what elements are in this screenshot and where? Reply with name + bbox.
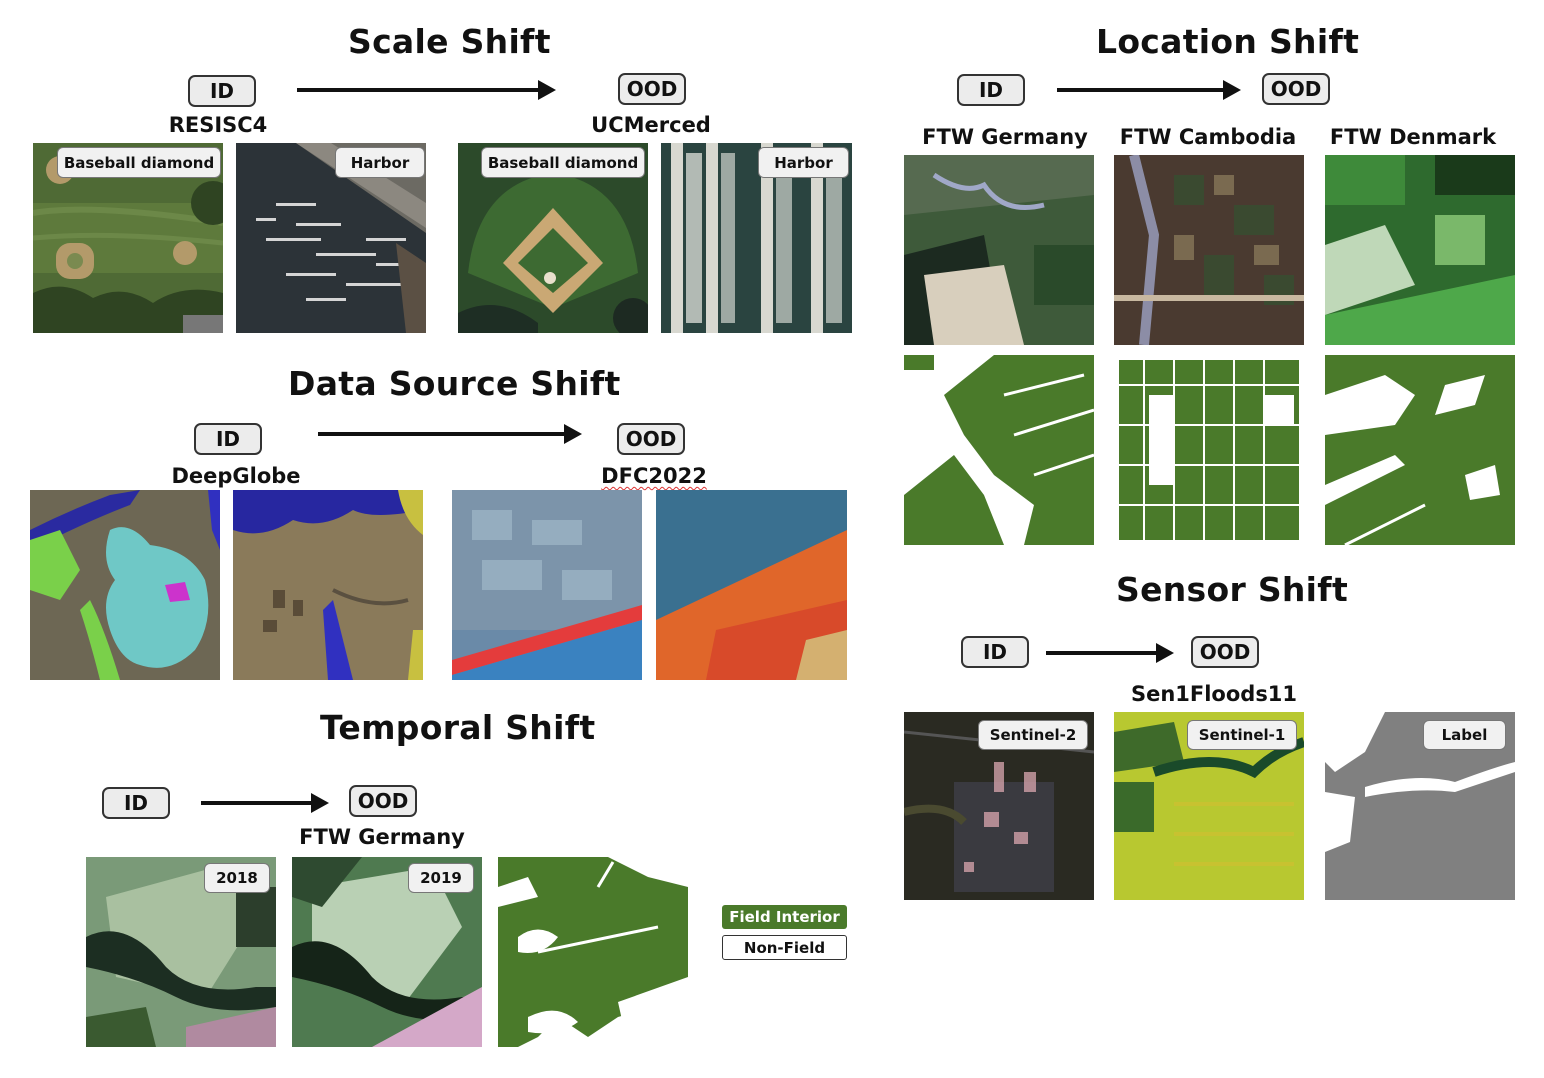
location-shift-title: Location Shift [1096,22,1360,61]
location-arrow [1057,80,1241,100]
scale-id-dataset: RESISC4 [168,113,268,137]
location-cambodia-mask [1114,355,1304,545]
scale-tag-3: Baseball diamond [481,147,645,178]
temporal-id-badge: ID [102,787,170,819]
scale-id-badge: ID [188,75,256,107]
scale-shift-title: Scale Shift [348,22,551,61]
data-source-ood-dataset: DFC2022 [601,464,707,488]
legend-non-field: Non-Field [722,935,847,960]
location-denmark-image [1325,155,1515,345]
temporal-tag-2018: 2018 [204,863,270,893]
temporal-arrow [201,793,329,813]
location-denmark-mask [1325,355,1515,545]
dfc2022-image-1 [452,490,642,680]
data-source-id-badge: ID [194,423,262,455]
scale-tag-1: Baseball diamond [57,147,221,178]
location-dataset-germany: FTW Germany [922,125,1088,149]
sensor-arrow [1046,643,1174,663]
scale-tag-2: Harbor [335,147,425,178]
sensor-id-badge: ID [961,636,1029,668]
scale-tag-4: Harbor [758,147,849,178]
temporal-ood-badge: OOD [349,785,417,817]
temporal-shift-title: Temporal Shift [320,708,596,747]
deepglobe-image-2 [233,490,423,680]
location-cambodia-image [1114,155,1304,345]
sensor-shift-title: Sensor Shift [1116,570,1349,609]
temporal-image-2018 [86,857,276,1047]
data-source-id-dataset: DeepGlobe [171,464,301,488]
scale-ood-badge: OOD [618,73,686,105]
sensor-tag-sentinel-1: Sentinel-1 [1187,720,1297,750]
data-source-ood-badge: OOD [617,423,685,455]
temporal-image-2019 [292,857,482,1047]
location-id-badge: ID [957,74,1025,106]
location-germany-image [904,155,1094,345]
location-germany-mask [904,355,1094,545]
location-dataset-denmark: FTW Denmark [1329,125,1497,149]
scale-arrow [297,80,556,100]
scale-ood-dataset: UCMerced [591,113,711,137]
legend-field-interior: Field Interior [722,905,847,929]
temporal-tag-2019: 2019 [408,863,474,893]
sensor-tag-sentinel-2: Sentinel-2 [978,720,1088,750]
deepglobe-image-1 [30,490,220,680]
sensor-dataset: Sen1Floods11 [1130,682,1298,706]
data-source-arrow [318,424,582,444]
temporal-dataset: FTW Germany [299,825,465,849]
dfc2022-image-2 [656,490,847,680]
data-source-shift-title: Data Source Shift [288,364,621,403]
temporal-label-mask [498,857,688,1047]
location-ood-badge: OOD [1262,73,1330,105]
sensor-tag-label: Label [1423,720,1506,750]
sensor-ood-badge: OOD [1191,636,1259,668]
location-dataset-cambodia: FTW Cambodia [1119,125,1297,149]
